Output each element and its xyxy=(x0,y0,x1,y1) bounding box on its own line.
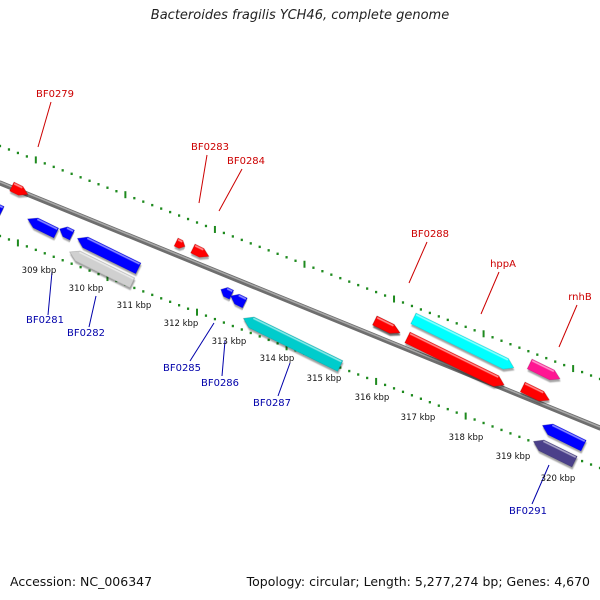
labels-layer: BF0279BF0283BF0284BF0288hppArnhBBF0281BF… xyxy=(26,89,592,517)
scale-label: 319 kbp xyxy=(496,452,531,462)
gene-highlight xyxy=(531,360,555,373)
gene-g-bot-10 xyxy=(532,439,578,468)
gene-highlight xyxy=(0,205,3,209)
gene-label: BF0285 xyxy=(163,363,201,374)
gene-highlight xyxy=(194,245,204,251)
scale-label: 318 kbp xyxy=(449,433,484,443)
gene-label: hppA xyxy=(490,259,516,270)
gene-highlight xyxy=(226,288,233,292)
gene-body xyxy=(173,237,186,249)
gene-highlight xyxy=(13,183,23,189)
gene-g-top-7 xyxy=(404,331,505,387)
scale-label: 309 kbp xyxy=(22,266,57,276)
scale-label: 312 kbp xyxy=(164,319,199,329)
gene-body xyxy=(76,236,142,275)
gene-label: rnhB xyxy=(568,292,592,303)
gene-body xyxy=(404,331,505,387)
gene-body xyxy=(0,204,5,216)
gene-body xyxy=(519,381,551,402)
gene-label: BF0281 xyxy=(26,315,64,326)
scale-label: 317 kbp xyxy=(401,413,436,423)
gene-g-bot-8 xyxy=(242,316,344,372)
gene-g-top-8 xyxy=(526,358,561,381)
map-title: Bacteroides fragilis YCH46, complete gen… xyxy=(150,8,450,23)
gene-g-bot-5 xyxy=(76,236,142,275)
leaders-layer xyxy=(37,101,578,505)
gene-highlight xyxy=(543,440,577,458)
scale-label: 311 kbp xyxy=(117,301,152,311)
gene-label: BF0288 xyxy=(411,229,449,240)
leader-line xyxy=(221,340,226,377)
scale-label: 316 kbp xyxy=(355,393,390,403)
gene-g-bot-4 xyxy=(69,250,136,289)
gene-body xyxy=(372,315,401,334)
leader-line xyxy=(88,295,97,328)
gene-body xyxy=(9,181,29,196)
gene-g-top-3 xyxy=(190,243,210,258)
leader-line xyxy=(37,101,52,148)
gene-label: BF0279 xyxy=(36,89,74,100)
gene-g-top-6 xyxy=(410,312,515,370)
gene-highlight xyxy=(87,237,140,265)
gene-g-top-1 xyxy=(9,181,29,196)
gene-highlight xyxy=(177,239,183,243)
gene-highlight xyxy=(415,314,509,361)
scale-label: 314 kbp xyxy=(260,354,295,364)
gene-body xyxy=(242,316,344,372)
genome-summary-text: Topology: circular; Length: 5,277,274 bp… xyxy=(246,574,590,589)
gene-body xyxy=(532,439,578,468)
backbone-layer xyxy=(0,180,600,431)
scale-label: 320 kbp xyxy=(541,474,576,484)
leader-line xyxy=(408,241,428,284)
leader-line xyxy=(218,168,243,212)
gene-g-bot-9 xyxy=(541,423,587,452)
gene-highlight xyxy=(66,227,74,232)
gene-body xyxy=(541,423,587,452)
gene-g-top-5 xyxy=(372,315,401,334)
gene-label: BF0286 xyxy=(201,378,239,389)
gene-g-top-9 xyxy=(519,381,551,402)
gene-g-bot-1 xyxy=(0,204,5,216)
gene-body xyxy=(526,358,561,381)
scale-label: 315 kbp xyxy=(307,374,342,384)
gene-body xyxy=(410,312,515,370)
gene-label: BF0291 xyxy=(509,506,547,517)
gene-highlight xyxy=(409,333,499,378)
gene-highlight xyxy=(524,383,544,394)
genes-layer xyxy=(0,181,587,468)
leader-line xyxy=(277,362,291,397)
gene-body xyxy=(190,243,210,258)
leader-line xyxy=(558,304,578,348)
gene-label: BF0287 xyxy=(253,398,291,409)
backbone-highlight xyxy=(0,181,600,428)
gene-highlight xyxy=(79,251,134,280)
gene-body xyxy=(27,217,60,239)
gene-g-bot-3 xyxy=(59,226,75,241)
gene-g-bot-2 xyxy=(27,217,60,239)
gene-label: BF0283 xyxy=(191,142,229,153)
gene-g-bot-7 xyxy=(230,293,248,309)
gene-highlight xyxy=(552,424,586,442)
gene-highlight xyxy=(253,317,342,363)
leader-line xyxy=(198,154,208,204)
leader-line xyxy=(531,464,550,505)
scale-label: 313 kbp xyxy=(212,337,247,347)
gene-body xyxy=(59,226,75,241)
gene-label: BF0282 xyxy=(67,328,105,339)
accession-text: Accession: NC_006347 xyxy=(10,574,153,589)
backbone-line xyxy=(0,180,600,431)
scale-label: 310 kbp xyxy=(69,284,104,294)
gene-g-top-2 xyxy=(173,237,186,249)
scale-labels-layer: 309 kbp 310 kbp 311 kbp 312 kbp 313 kbp 314 k… xyxy=(22,266,576,484)
gene-highlight xyxy=(376,317,394,327)
leader-line xyxy=(480,271,500,315)
leader-line xyxy=(47,271,53,316)
gene-highlight xyxy=(37,218,58,230)
gene-highlight xyxy=(238,294,247,300)
gene-body xyxy=(69,250,136,289)
gene-label: BF0284 xyxy=(227,156,265,167)
leader-line xyxy=(189,322,215,362)
